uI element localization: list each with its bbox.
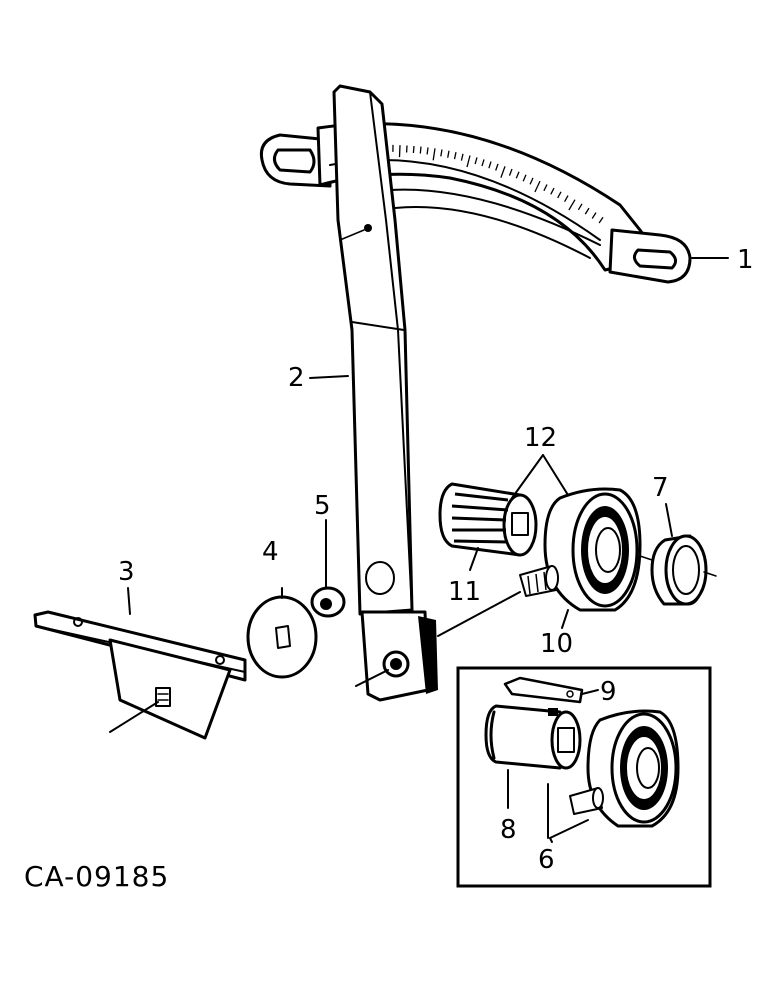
graduation-tick bbox=[508, 168, 513, 176]
friction-disc-part-4 bbox=[246, 587, 318, 679]
leader-part-12 bbox=[511, 454, 569, 499]
callout-8: 8 bbox=[500, 815, 517, 845]
graduation-tick bbox=[568, 199, 576, 211]
bushing-part-7 bbox=[650, 503, 717, 606]
graduation-tick bbox=[447, 150, 450, 158]
callout-3: 3 bbox=[118, 557, 135, 587]
graduation-tick bbox=[550, 187, 555, 195]
graduation-tick bbox=[460, 153, 464, 161]
control-lever-part-2 bbox=[332, 84, 521, 702]
drawing-code: CA-09185 bbox=[24, 860, 169, 893]
graduation-tick bbox=[466, 155, 471, 168]
callout-6: 6 bbox=[538, 845, 555, 875]
graduation-tick bbox=[440, 149, 443, 157]
inset-alternate-assembly bbox=[456, 666, 712, 888]
graduation-tick bbox=[495, 163, 499, 171]
graduation-tick bbox=[474, 157, 478, 165]
callout-1: 1 bbox=[737, 245, 754, 275]
graduation-tick bbox=[500, 166, 506, 178]
bracket-part-3 bbox=[33, 610, 247, 740]
graduation-tick bbox=[432, 148, 436, 161]
graduation-tick bbox=[412, 145, 415, 154]
callout-7: 7 bbox=[652, 473, 669, 503]
graduation-tick bbox=[534, 180, 541, 193]
graduation-tick bbox=[426, 147, 429, 155]
graduation-tick bbox=[522, 174, 527, 182]
callout-9: 9 bbox=[600, 677, 617, 707]
bearing-housing-part-10 bbox=[519, 487, 653, 629]
callout-5: 5 bbox=[314, 491, 331, 521]
callout-4: 4 bbox=[262, 537, 279, 567]
graduation-tick bbox=[529, 177, 534, 185]
graduation-tick bbox=[419, 146, 422, 154]
graduation-tick bbox=[488, 161, 492, 169]
graduation-tick bbox=[564, 195, 569, 203]
graduation-tick bbox=[584, 207, 590, 215]
graduation-tick bbox=[598, 216, 604, 224]
graduation-tick bbox=[515, 171, 520, 179]
quadrant-part-1 bbox=[259, 122, 729, 284]
callout-11: 11 bbox=[448, 577, 481, 607]
callout-2: 2 bbox=[288, 363, 305, 393]
graduation-tick bbox=[591, 212, 597, 219]
graduation-tick bbox=[543, 184, 548, 192]
graduation-tick bbox=[557, 191, 562, 199]
graduation-tick bbox=[398, 145, 401, 158]
nut-part-5 bbox=[310, 519, 346, 618]
splined-sleeve-part-11 bbox=[438, 482, 538, 571]
graduation-tick bbox=[577, 203, 583, 211]
callout-10: 10 bbox=[540, 629, 573, 659]
graduation-tick bbox=[453, 152, 457, 160]
graduation-tick bbox=[481, 159, 485, 167]
callout-12: 12 bbox=[524, 423, 557, 453]
